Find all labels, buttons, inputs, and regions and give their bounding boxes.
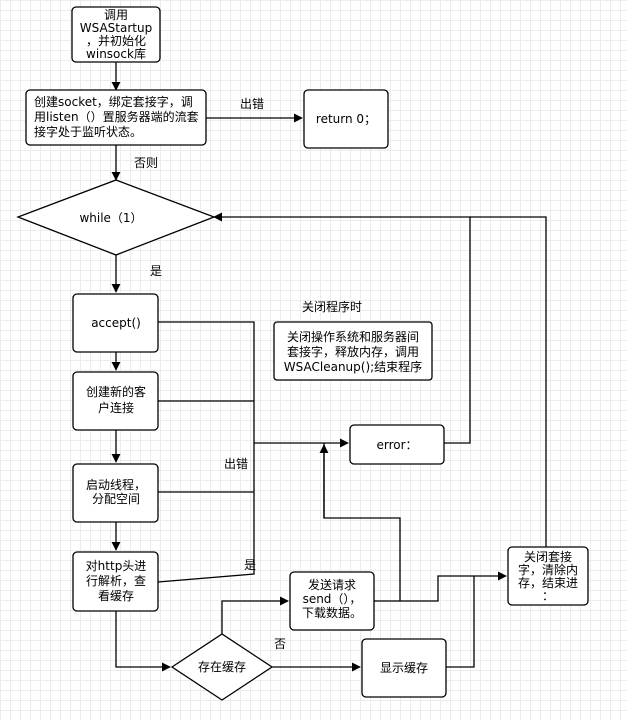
node-text-line: 分配空间 — [92, 492, 140, 506]
node-new-client: 创建新的客户连接 — [72, 371, 159, 431]
edge-send-to-close — [374, 571, 507, 602]
node-text-line: 启动线程， — [86, 477, 146, 492]
edges — [111, 62, 547, 672]
node-close-socket: 关闭套接字，清除内存，结束进： — [507, 546, 589, 606]
edge-accept-to-error — [158, 321, 349, 448]
node-text-line: 户连接 — [98, 400, 134, 415]
node-new-client-text: 创建新的客户连接 — [86, 384, 146, 415]
node-text-line: send（）， — [303, 592, 362, 606]
label-on-close: 关闭程序时 — [302, 299, 362, 314]
node-parse-http: 对http头进行解析，查看缓存 — [72, 551, 159, 612]
edge-http-to-cache — [115, 611, 171, 672]
node-text-line: 看缓存 — [98, 589, 134, 603]
node-text-line: 用listen（）置服务器端的流套 — [34, 109, 199, 124]
node-text-line: ： — [542, 589, 554, 603]
node-text-line: 关闭操作系统和服务器间 — [287, 329, 419, 344]
node-text-line: return 0； — [316, 112, 376, 126]
edge-error-to-while — [213, 212, 471, 444]
node-error-text: error： — [376, 438, 417, 452]
node-accept-text: accept() — [91, 316, 141, 330]
label-otherwise: 否则 — [134, 156, 158, 170]
node-text-line: 调用 — [104, 8, 128, 22]
node-error: error： — [349, 424, 445, 465]
node-text-line: winsock库 — [86, 46, 146, 61]
node-text-line: 套接字，释放内存，调用 — [287, 344, 419, 359]
node-text-line: error： — [376, 438, 417, 452]
label-no-cache: 否 — [274, 637, 286, 651]
node-text-line: ，并初始化 — [86, 34, 146, 48]
node-start-thread-text: 启动线程，分配空间 — [86, 477, 146, 506]
node-text-line: 关闭套接 — [524, 549, 572, 564]
node-accept: accept() — [72, 293, 159, 353]
node-text-line: 存，结束进 — [518, 576, 578, 590]
label-yes-cache: 是 — [244, 558, 256, 572]
node-create-socket-text: 创建socket，绑定套接字，调用listen（）置服务器端的流套接字处于监听状… — [34, 94, 199, 139]
node-text-line: 显示缓存 — [380, 661, 428, 675]
node-text-line: 行解析，查 — [86, 574, 146, 588]
node-parse-http-text: 对http头进行解析，查看缓存 — [86, 559, 147, 603]
node-text-line: WSACleanup();结束程序 — [284, 359, 422, 374]
node-text-line: 创建新的客 — [86, 384, 146, 399]
node-text-line: 存在缓存 — [198, 660, 246, 674]
node-return-0-text: return 0； — [316, 112, 376, 126]
edge-cache-to-send — [221, 596, 289, 634]
node-text-line: 字，清除内 — [518, 562, 578, 577]
edge-close-to-while — [470, 216, 547, 547]
node-text-line: 对http头进 — [86, 559, 147, 573]
label-yes-accept: 是 — [150, 264, 162, 278]
node-while-loop: while（1） — [16, 179, 216, 256]
node-cache-exists: 存在缓存 — [170, 633, 274, 701]
node-text-line: accept() — [91, 316, 141, 330]
edge-show-to-close — [446, 576, 475, 668]
node-start-thread: 启动线程，分配空间 — [72, 463, 159, 523]
node-text-line: 发送请求 — [308, 577, 356, 592]
edge-http-to-error — [157, 443, 255, 583]
node-close-socket-text: 关闭套接字，清除内存，结束进： — [518, 549, 578, 603]
label-error-branch: 出错 — [224, 457, 248, 471]
label-error-return: 出错 — [240, 97, 264, 111]
node-text-line: 下载数据。 — [302, 605, 362, 620]
node-show-cache-text: 显示缓存 — [380, 661, 428, 675]
node-text-line: while（1） — [79, 211, 142, 225]
node-return-0: return 0； — [303, 89, 389, 149]
node-text-line: WSAStartup — [80, 21, 152, 35]
node-while-loop-text: while（1） — [79, 211, 142, 225]
node-cache-exists-text: 存在缓存 — [198, 660, 246, 674]
node-show-cache: 显示缓存 — [361, 638, 447, 698]
node-create-socket: 创建socket，绑定套接字，调用listen（）置服务器端的流套接字处于监听状… — [25, 89, 207, 146]
node-text-line: 创建socket，绑定套接字，调 — [34, 94, 193, 109]
node-text-line: 接字处于监听状态。 — [34, 124, 142, 139]
